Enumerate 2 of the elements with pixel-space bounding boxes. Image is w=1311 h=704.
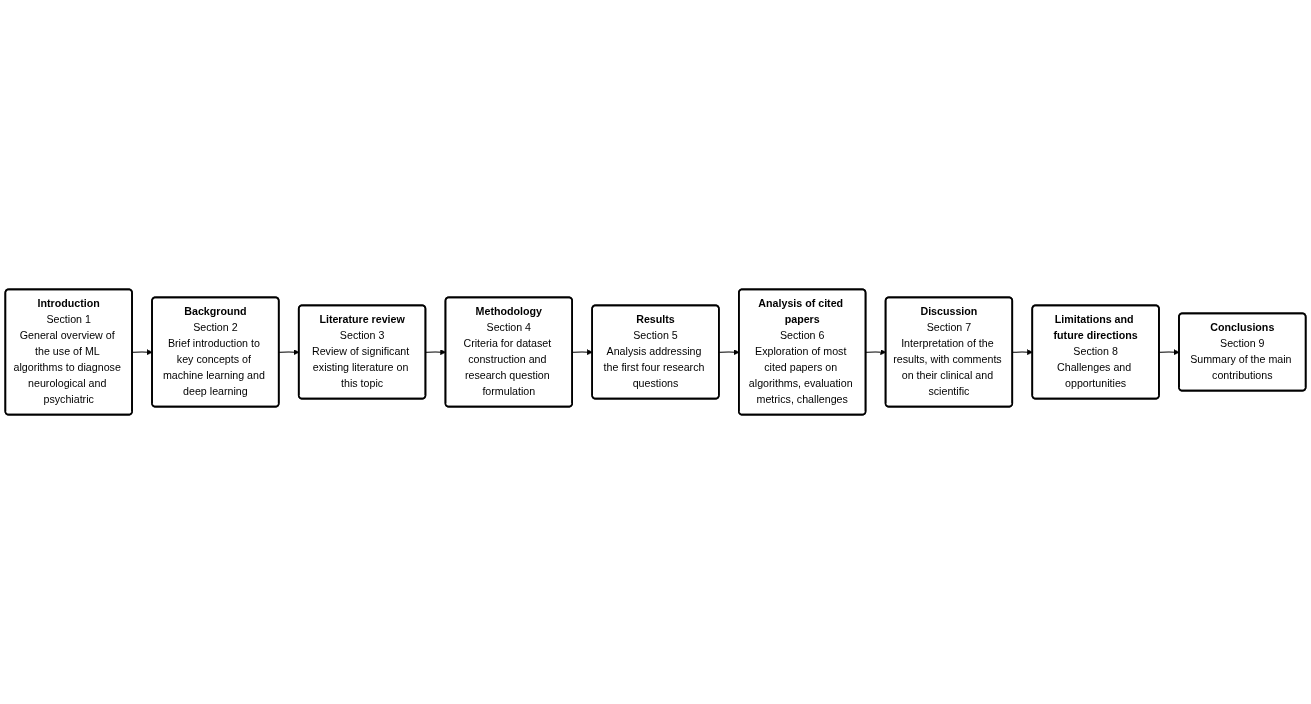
arrow	[1012, 349, 1033, 356]
arrow	[572, 349, 593, 356]
